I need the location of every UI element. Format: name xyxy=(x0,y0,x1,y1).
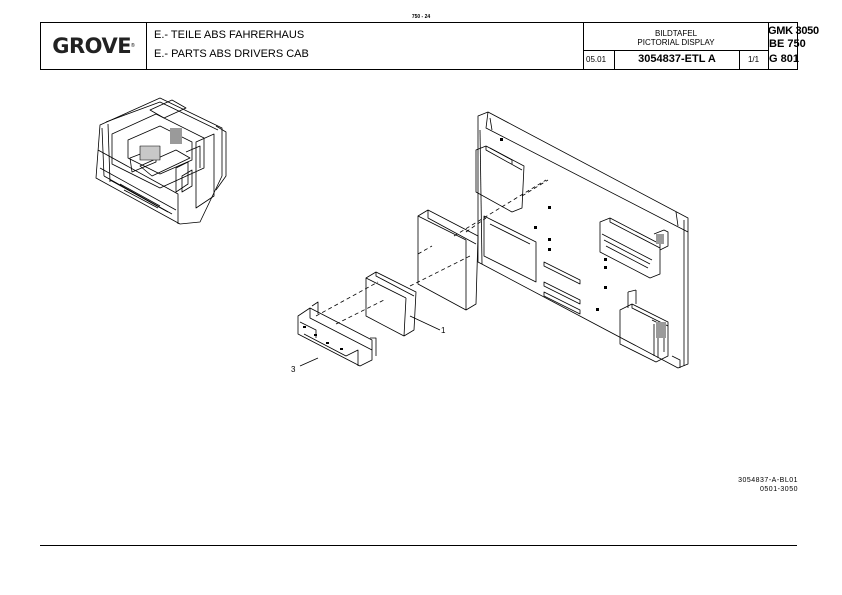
cell-divider xyxy=(739,50,740,69)
title-block: GROVE® E.- TEILE ABS FAHRERHAUS E.- PART… xyxy=(40,22,819,70)
logo-registered-mark: ® xyxy=(131,43,135,49)
picture-title: BILDTAFEL PICTORIAL DISPLAY xyxy=(584,29,768,47)
drawing-reference: 3054837-A-BL01 0501-3050 xyxy=(690,476,798,494)
cab-overview-sketch xyxy=(95,97,227,225)
description-english: E.- PARTS ABS DRIVERS CAB xyxy=(154,48,309,60)
model-be: BE 750 xyxy=(769,38,806,50)
bracket-holes xyxy=(303,326,343,350)
bottom-rule xyxy=(40,545,797,546)
page-number: 750 - 24 xyxy=(411,14,431,20)
relay-module xyxy=(599,217,669,279)
leader-part-1 xyxy=(409,315,441,331)
logo-wordmark: GROVE xyxy=(52,34,132,58)
grove-logo: GROVE® xyxy=(41,23,147,69)
drawing-reference-date: 0501-3050 xyxy=(760,486,798,493)
picture-number: 3054837-ETL A xyxy=(638,53,716,65)
center-board xyxy=(483,215,581,315)
issue-date: 05.01 xyxy=(586,55,607,64)
picture-title-german: BILDTAFEL xyxy=(654,29,698,38)
picture-title-english: PICTORIAL DISPLAY xyxy=(637,38,715,47)
callout-1: 1 xyxy=(441,326,446,335)
assembly-lines xyxy=(315,179,549,325)
description-german: E.- TEILE ABS FAHRERHAUS xyxy=(154,29,305,41)
sheet-number: 1/1 xyxy=(747,55,760,64)
drawing-reference-number: 3054837-A-BL01 xyxy=(738,477,798,484)
cell-divider xyxy=(614,50,615,69)
control-unit-shaded xyxy=(656,322,666,338)
part-3-bracket xyxy=(297,301,377,367)
model-g: G 801 xyxy=(769,53,799,65)
relay-shaded-part xyxy=(656,234,664,244)
mounting-holes xyxy=(500,138,607,311)
picture-info-cell: BILDTAFEL PICTORIAL DISPLAY 05.01 305483… xyxy=(584,23,769,69)
callout-3: 3 xyxy=(291,365,296,374)
upper-module xyxy=(475,145,525,213)
description-cell: E.- TEILE ABS FAHRERHAUS E.- PARTS ABS D… xyxy=(147,23,584,69)
part-1-ecu xyxy=(365,271,417,337)
picture-divider xyxy=(584,50,768,51)
cab-shaded-window xyxy=(170,128,182,144)
cab-shaded-panel xyxy=(139,145,161,161)
mounting-plate xyxy=(477,111,689,369)
leader-part-3 xyxy=(299,357,319,367)
housing-cover xyxy=(417,209,479,311)
